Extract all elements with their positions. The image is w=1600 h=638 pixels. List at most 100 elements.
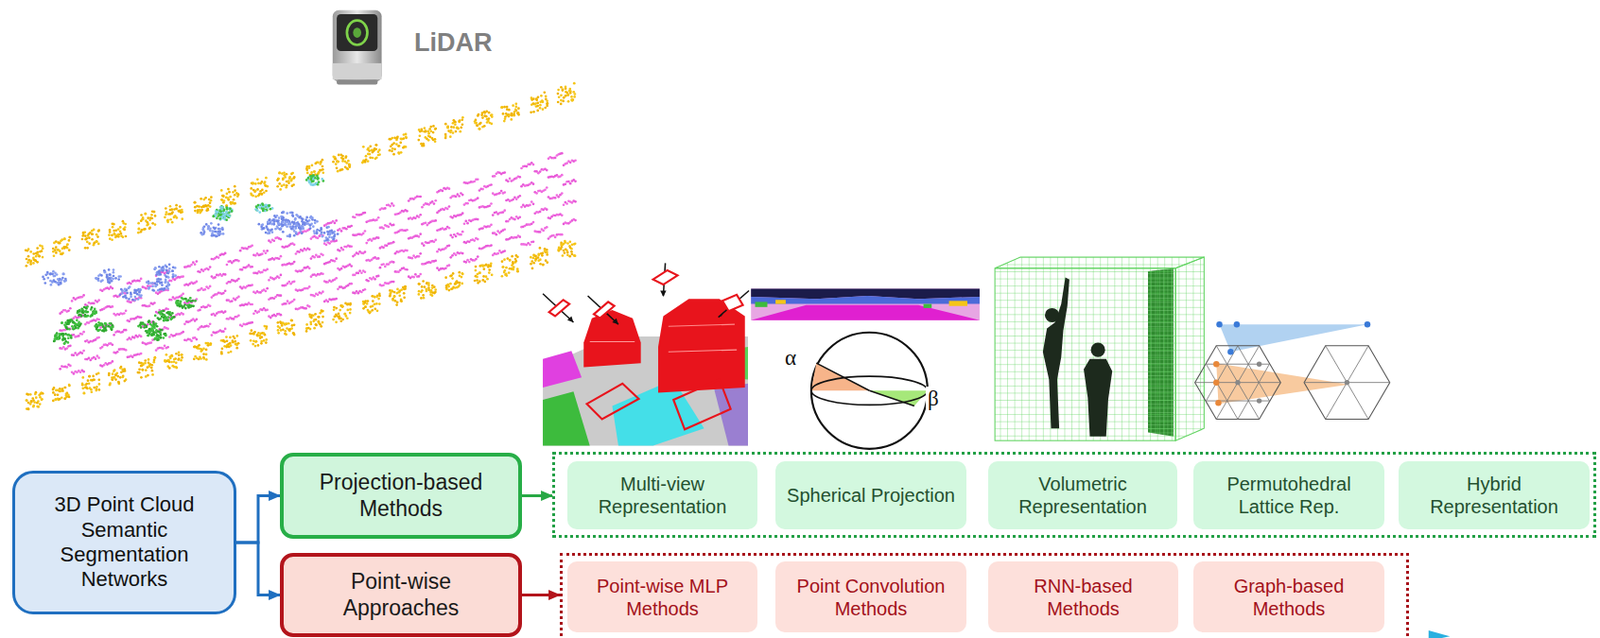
cloud-point: [398, 291, 401, 295]
cloud-point: [399, 141, 402, 145]
cloud-point: [393, 147, 397, 151]
cloud-point: [174, 352, 178, 356]
cloud-point: [97, 388, 101, 392]
cloud-point: [165, 353, 169, 357]
cloud-point: [392, 153, 396, 157]
cloud-point: [537, 256, 540, 260]
lidar-icon: [336, 79, 378, 85]
cloud-point: [325, 243, 329, 247]
cloud-point: [478, 127, 482, 131]
cloud-point: [507, 114, 511, 118]
cloud-point: [70, 299, 74, 303]
cloud-point: [539, 170, 542, 174]
cloud-point: [478, 271, 482, 275]
cloud-point: [511, 104, 515, 107]
cloud-point: [431, 137, 435, 140]
cloud-point: [529, 256, 533, 260]
cloud-point: [308, 247, 312, 251]
cloud-point: [486, 278, 489, 281]
cloud-point: [34, 396, 38, 400]
cloud-point: [174, 207, 178, 210]
cloud-point: [220, 198, 224, 202]
lidar-icon: [352, 27, 362, 38]
cloud-point: [321, 158, 325, 162]
cloud-point: [452, 131, 455, 135]
cloud-point: [97, 229, 101, 233]
cloud-point: [150, 366, 154, 370]
cloud-point: [112, 376, 116, 380]
cloud-point: [573, 92, 577, 96]
cloud-point: [61, 389, 65, 393]
cloud-point: [81, 382, 85, 386]
cloud-point: [478, 272, 482, 276]
cloud-point: [226, 188, 230, 192]
cloud-point: [37, 255, 41, 259]
cloud-point: [417, 139, 420, 142]
cloud-point: [226, 192, 229, 196]
cloud-point: [573, 82, 576, 86]
cloud-point: [235, 191, 239, 195]
cloud-point: [364, 229, 367, 233]
cloud-point: [66, 243, 70, 246]
cloud-point: [260, 192, 264, 196]
cloud-point: [68, 383, 71, 387]
cloud-point: [263, 180, 267, 184]
cloud-point: [517, 113, 521, 117]
cloud-point: [422, 296, 426, 300]
cloud-point: [256, 188, 260, 192]
cloud-point: [33, 400, 36, 404]
cloud-point: [92, 302, 96, 306]
cloud-point: [264, 176, 268, 180]
cloud-point: [290, 319, 294, 323]
cloud-point: [417, 282, 421, 286]
cloud-point: [511, 268, 515, 272]
cloud-point: [25, 399, 29, 402]
cloud-point: [138, 279, 141, 283]
cloud-point: [81, 234, 85, 238]
cloud-point: [264, 251, 268, 255]
cloud-point: [280, 184, 284, 188]
cloud-point: [454, 195, 458, 199]
cloud-point: [262, 191, 266, 194]
cloud-point: [388, 295, 392, 298]
cloud-point: [461, 211, 465, 215]
cloud-point: [173, 360, 176, 364]
cloud-point: [254, 345, 258, 348]
cloud-point: [276, 178, 279, 182]
cloud-point: [338, 227, 342, 231]
cloud-point: [282, 183, 286, 187]
cloud-point: [334, 321, 338, 325]
cloud-point: [26, 260, 30, 264]
cloud-point: [448, 187, 452, 191]
cloud-point: [532, 182, 536, 186]
cloud-point: [119, 230, 122, 234]
cloud-point: [316, 161, 320, 165]
cloud-point: [434, 199, 437, 203]
cloud-point: [504, 117, 507, 121]
cloud-point: [138, 227, 141, 231]
cloud-point: [545, 99, 549, 103]
cloud-point: [166, 221, 170, 225]
cloud-point: [348, 312, 352, 315]
cloud-point: [308, 165, 312, 169]
cloud-point: [508, 259, 512, 262]
cloud-point: [509, 118, 513, 122]
cloud-point: [260, 342, 263, 346]
cloud-point: [237, 260, 241, 263]
cloud-point: [390, 289, 394, 293]
cloud-point: [397, 144, 400, 148]
cloud-point: [213, 276, 217, 279]
cloud-point: [253, 330, 257, 334]
cloud-point: [154, 356, 157, 360]
cloud-point: [114, 228, 118, 232]
cloud-point: [170, 361, 174, 365]
cloud-point: [137, 231, 140, 235]
cloud-point: [500, 105, 504, 109]
cloud-point: [377, 297, 381, 301]
cloud-point: [292, 183, 296, 187]
cloud-point: [241, 268, 244, 272]
cloud-point: [333, 222, 337, 226]
cloud-point: [180, 356, 184, 360]
cloud-point: [317, 315, 321, 319]
cloud-point: [539, 246, 542, 250]
